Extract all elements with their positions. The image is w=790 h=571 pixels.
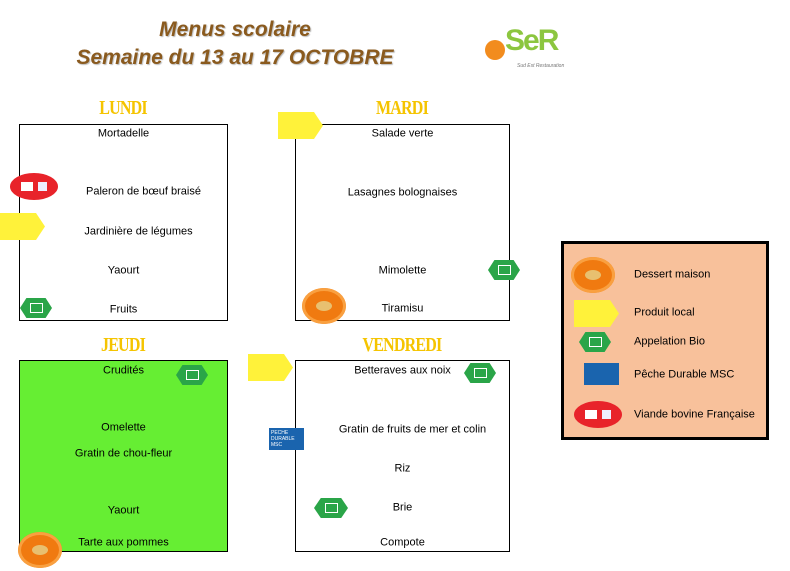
menu-item: Mimolette xyxy=(378,264,427,277)
menu-item: Compote xyxy=(380,536,425,549)
msc-badge-icon xyxy=(584,363,619,385)
french-beef-badge-icon xyxy=(574,401,622,428)
legend-label: Produit local xyxy=(634,306,695,319)
french-beef-badge-icon xyxy=(10,173,58,200)
homemade-dessert-badge-icon xyxy=(18,532,62,568)
homemade-dessert-badge-icon xyxy=(571,257,615,293)
organic-badge-icon xyxy=(464,363,496,383)
organic-badge-icon xyxy=(488,260,520,280)
local-product-badge-icon xyxy=(574,300,619,327)
day-label-lundi: LUNDI xyxy=(99,97,147,119)
msc-badge-icon: PECHE DURABLE MSC xyxy=(269,428,304,450)
title-line-2: Semaine du 13 au 17 OCTOBRE xyxy=(76,46,394,69)
menu-item: Yaourt xyxy=(107,504,140,517)
menu-item: Gratin de chou-fleur xyxy=(74,447,173,460)
menu-item: Riz xyxy=(394,462,411,475)
legend-label: Pêche Durable MSC xyxy=(634,368,735,381)
menu-item: Yaourt xyxy=(107,264,140,277)
local-product-badge-icon xyxy=(278,112,323,139)
menu-box-vendredi: Betteraves aux noix Gratin de fruits de … xyxy=(295,360,510,552)
menu-item: Gratin de fruits de mer et colin xyxy=(338,423,487,436)
menu-item: Paleron de bœuf braisé xyxy=(86,185,201,198)
local-product-badge-icon xyxy=(0,213,45,240)
menu-box-jeudi: Crudités Omelette Gratin de chou-fleur Y… xyxy=(19,360,228,552)
day-label-jeudi: JEUDI xyxy=(100,334,146,356)
day-label-mardi: MARDI xyxy=(376,97,429,119)
menu-item: Tiramisu xyxy=(381,302,424,315)
menu-item: Fruits xyxy=(109,303,138,316)
logo-text: SeR xyxy=(505,24,559,57)
title-line-1: Menus scolaire xyxy=(159,18,311,41)
menu-item: Jardinière de légumes xyxy=(84,225,193,238)
legend-label: Dessert maison xyxy=(634,268,711,281)
day-label-vendredi: VENDREDI xyxy=(362,334,443,356)
legend-box: Dessert maison Produit local Appelation … xyxy=(561,241,769,440)
menu-item: Crudités xyxy=(103,364,144,377)
local-product-badge-icon xyxy=(248,354,293,381)
menu-item: Brie xyxy=(392,501,413,514)
legend-label: Viande bovine Française xyxy=(634,408,755,421)
menu-item: Lasagnes bolognaises xyxy=(347,186,458,199)
organic-badge-icon xyxy=(314,498,348,518)
menu-item: Salade verte xyxy=(371,127,434,140)
organic-badge-icon xyxy=(176,365,208,385)
organic-badge-icon xyxy=(20,298,52,318)
ser-logo: SeR Sud Est Restauration xyxy=(485,26,615,72)
homemade-dessert-badge-icon xyxy=(302,288,346,324)
menu-box-lundi: Mortadelle Paleron de bœuf braisé Jardin… xyxy=(19,124,228,321)
menu-item: Mortadelle xyxy=(97,127,150,140)
legend-label: Appelation Bio xyxy=(634,335,705,348)
menu-item: Omelette xyxy=(101,421,146,434)
organic-badge-icon xyxy=(579,332,611,352)
logo-subtitle: Sud Est Restauration xyxy=(517,63,565,69)
menu-item: Betteraves aux noix xyxy=(354,364,451,377)
fruit-logo-icon xyxy=(485,40,505,60)
menu-item: Tarte aux pommes xyxy=(78,536,169,549)
